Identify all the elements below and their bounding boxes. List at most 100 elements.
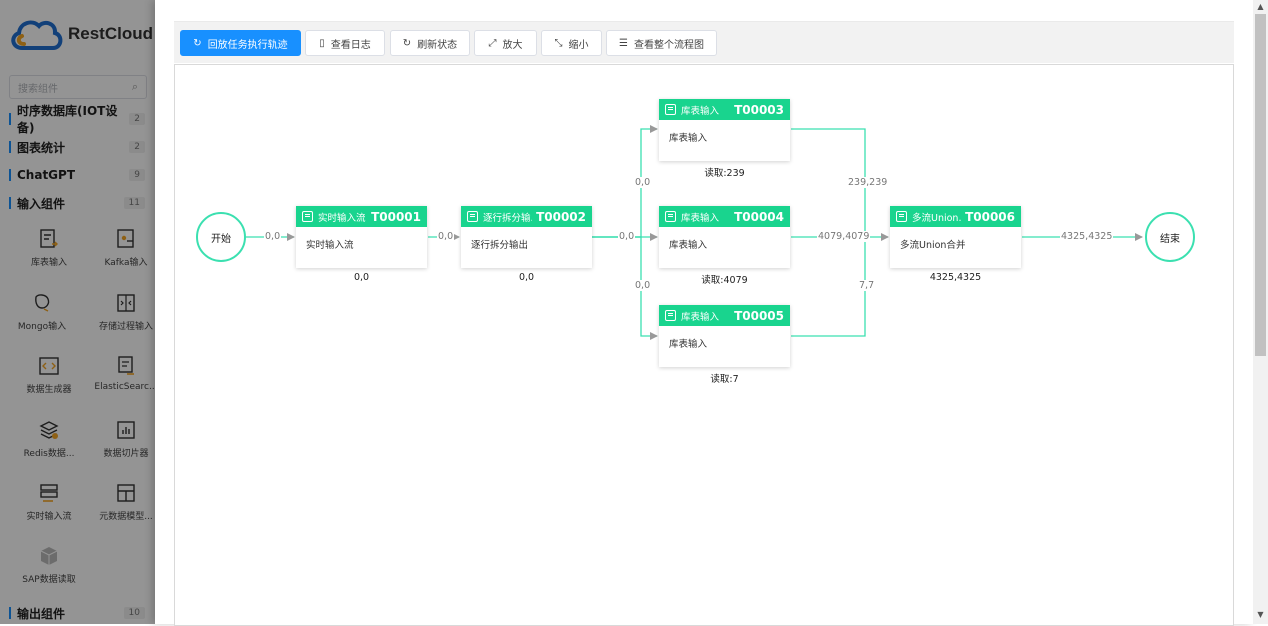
node-stat: 4325,4325 [929,272,982,283]
component-sidebar: RestCloud 搜索组件 ⌕ 时序数据库(IOT设备) 2 图表统计 2 C… [0,0,155,624]
category-label: 图表统计 [17,140,66,155]
flow-start-node[interactable]: 开始 [196,212,246,262]
category-count: 11 [123,197,145,209]
category-input[interactable]: 输入组件 11 [9,193,145,213]
refresh-icon: ↻ [193,37,202,49]
flow-end-node[interactable]: 结束 [1145,212,1195,262]
flow-node-t00004[interactable]: 库表输入 T00004 库表输入 [659,206,790,268]
category-label: 输出组件 [17,606,66,621]
expand-icon: ⤢ [488,37,497,49]
node-name: 库表输入 [681,311,720,323]
edge-label: 4079,4079 [817,231,871,242]
component-label: 存储过程输入 [98,322,153,332]
page-scrollbar[interactable]: ▲ ▼ [1253,0,1268,624]
edge-label: 0,0 [634,280,652,291]
node-name: 库表输入 [681,212,720,224]
refresh-status-button[interactable]: ↻ 刷新状态 [390,30,470,56]
node-stat: 读取:239 [704,168,745,179]
edge-label: 7,7 [858,280,876,291]
component-label: 元数据模型... [99,512,153,522]
replay-label: 回放任务执行轨迹 [207,39,288,51]
refresh-label: 刷新状态 [417,39,458,51]
list-icon: ☰ [619,37,628,49]
node-body: 多流Union合并 [900,240,966,251]
edge-label: 0,0 [437,231,455,242]
scroll-up-arrow-icon[interactable]: ▲ [1257,2,1264,11]
edge-label: 0,0 [634,177,652,188]
refresh-icon: ↻ [402,37,412,49]
scroll-thumb[interactable] [1255,14,1266,356]
node-id: T00002 [536,209,586,224]
category-count: 9 [129,169,145,181]
zoom-out-label: 缩小 [568,39,589,51]
component-label: Mongo输入 [17,322,67,332]
table-input-icon [40,229,58,248]
component-metadata-model[interactable]: 元数据模型... [90,482,155,522]
category-chatgpt[interactable]: ChatGPT 9 [9,165,145,185]
view-log-button[interactable]: ▯ 查看日志 [305,30,385,56]
component-label: 数据生成器 [26,385,72,395]
flow-node-t00002[interactable]: 逐行拆分输... T00002 逐行拆分输出 [461,206,592,268]
component-search-input[interactable]: 搜索组件 ⌕ [9,75,147,99]
edge-label: 0,0 [264,231,282,242]
brand-name: RestCloud [68,24,153,43]
node-stat: 读取:7 [710,374,739,385]
table-input-icon [665,104,676,115]
component-redis[interactable]: Redis数据... [13,419,85,459]
flow-node-t00003[interactable]: 库表输入 T00003 库表输入 [659,99,790,161]
component-elasticsearch[interactable]: ElasticSearc... [90,355,155,392]
component-data-generator[interactable]: 数据生成器 [13,355,85,395]
node-name: 逐行拆分输... [483,212,532,224]
cloud-logo-icon [11,20,63,50]
view-full-flow-button[interactable]: ☰查看整个流程图 [606,30,717,56]
component-stream-input[interactable]: 实时输入流 [13,482,85,522]
node-body: 库表输入 [669,339,708,350]
component-kafka-input[interactable]: Kafka输入 [90,228,155,268]
scroll-down-arrow-icon[interactable]: ▼ [1257,610,1264,619]
zoom-in-label: 放大 [502,39,523,51]
search-placeholder: 搜索组件 [18,83,58,95]
edge-label: 0,0 [618,231,636,242]
kafka-input-icon [117,229,134,248]
category-output[interactable]: 输出组件 10 [9,603,145,623]
procedure-input-icon [117,294,135,312]
component-table-input[interactable]: 库表输入 [13,228,85,268]
table-input-icon [665,310,676,321]
union-merge-icon [896,211,907,222]
node-stat: 读取:4079 [701,275,748,286]
node-body: 库表输入 [669,133,708,144]
category-chart[interactable]: 图表统计 2 [9,137,145,157]
view-log-label: 查看日志 [330,39,371,51]
replay-trace-button[interactable]: ↻ 回放任务执行轨迹 [180,30,301,56]
flow-node-t00006[interactable]: 多流Union... T00006 多流Union合并 [890,206,1021,268]
brand-logo: RestCloud [8,12,153,56]
component-label: 库表输入 [30,258,67,268]
category-label: ChatGPT [17,168,76,182]
component-mongo-input[interactable]: Mongo输入 [6,292,78,332]
category-iot[interactable]: 时序数据库(IOT设备) 2 [9,104,145,135]
category-label: 时序数据库(IOT设备) [17,104,118,135]
sap-cube-icon [40,547,58,565]
stream-input-icon [302,211,313,222]
drawer-overlay-mask[interactable] [0,0,155,624]
node-name: 多流Union... [912,212,961,224]
flow-node-t00005[interactable]: 库表输入 T00005 库表输入 [659,305,790,367]
node-name: 库表输入 [681,105,720,117]
component-sap-read[interactable]: SAP数据读取 [13,545,85,585]
node-id: T00005 [734,308,784,323]
component-procedure-input[interactable]: 存储过程输入 [90,292,155,332]
node-id: T00003 [734,102,784,117]
category-count: 2 [129,113,145,125]
node-body: 库表输入 [669,240,708,251]
table-input-icon [665,211,676,222]
zoom-out-button[interactable]: ⤡缩小 [541,30,602,56]
flow-node-t00001[interactable]: 实时输入流 T00001 实时输入流 [296,206,427,268]
component-slicer[interactable]: 数据切片器 [90,419,155,459]
zoom-in-button[interactable]: ⤢ 放大 [474,30,537,56]
node-id: T00006 [965,209,1015,224]
document-icon: ▯ [319,37,325,49]
elasticsearch-icon [118,356,134,375]
node-body: 实时输入流 [306,240,354,251]
component-label: Redis数据... [23,449,75,459]
component-label: 数据切片器 [103,449,149,459]
